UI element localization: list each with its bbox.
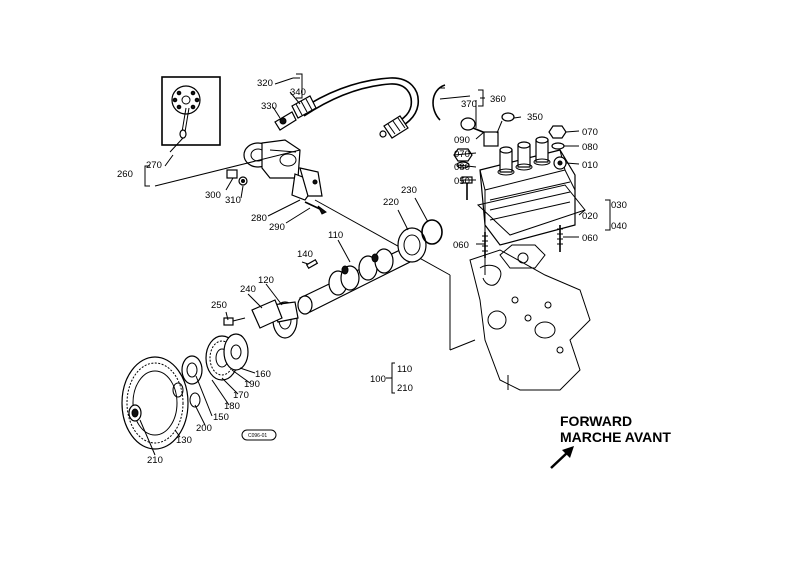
drawing-code: C096-01 <box>248 433 267 439</box>
label-320: 320 <box>257 78 273 89</box>
engine-block-outline <box>154 149 591 391</box>
label-010: 010 <box>582 160 598 171</box>
label-190: 190 <box>244 379 260 390</box>
camshaft-110 <box>297 219 443 315</box>
label-180: 180 <box>224 401 240 412</box>
label-240: 240 <box>240 284 256 295</box>
label-310: 310 <box>225 195 241 206</box>
label-030: 030 <box>611 200 627 211</box>
cam-gear-120 <box>223 299 299 339</box>
label-350: 350 <box>527 112 543 123</box>
label-group-210: 210 <box>397 383 413 394</box>
label-110: 110 <box>328 230 343 241</box>
label-140: 140 <box>297 249 313 260</box>
label-070-right: 070 <box>582 127 598 138</box>
label-200: 200 <box>196 423 212 434</box>
idler-gear-assembly <box>121 333 249 450</box>
injection-pump <box>432 84 586 258</box>
label-370: 370 <box>461 99 477 110</box>
label-230: 230 <box>401 185 417 196</box>
label-220: 220 <box>383 197 399 208</box>
label-040: 040 <box>611 221 627 232</box>
label-080-left: 080 <box>454 162 470 173</box>
label-060-left: 060 <box>453 240 469 251</box>
leader-lines <box>139 73 611 456</box>
forward-indicator: FORWARD MARCHE AVANT <box>550 413 671 469</box>
governor-housing <box>226 139 327 215</box>
label-060-right: 060 <box>582 233 598 244</box>
label-260: 260 <box>117 169 133 180</box>
forward-arrow-icon <box>550 446 574 469</box>
label-360: 360 <box>490 94 506 105</box>
label-210: 210 <box>147 455 163 466</box>
label-group-110: 110 <box>397 364 412 375</box>
label-020: 020 <box>582 211 598 222</box>
label-340: 340 <box>290 87 306 98</box>
label-290: 290 <box>269 222 285 233</box>
label-090: 090 <box>454 135 470 146</box>
forward-label: FORWARD <box>560 413 632 429</box>
label-080-right: 080 <box>582 142 598 153</box>
label-group-100: 100 <box>370 374 386 385</box>
cable-340 <box>274 77 419 139</box>
label-120: 120 <box>258 275 274 286</box>
label-330: 330 <box>261 101 277 112</box>
part-labels: 320 340 330 270 260 300 310 280 290 370 … <box>117 78 627 466</box>
label-170: 170 <box>233 390 249 401</box>
label-160: 160 <box>255 369 271 380</box>
label-070-left: 070 <box>454 149 470 160</box>
label-050: 050 <box>454 176 470 187</box>
label-280: 280 <box>251 213 267 224</box>
drawing-code-stamp: C096-01 <box>241 429 277 441</box>
label-250: 250 <box>211 300 227 311</box>
label-270: 270 <box>146 160 162 171</box>
label-300: 300 <box>205 190 221 201</box>
label-150: 150 <box>213 412 229 423</box>
label-130: 130 <box>176 435 192 446</box>
marche-avant-label: MARCHE AVANT <box>560 429 671 445</box>
inset-detail-270 <box>161 76 221 153</box>
